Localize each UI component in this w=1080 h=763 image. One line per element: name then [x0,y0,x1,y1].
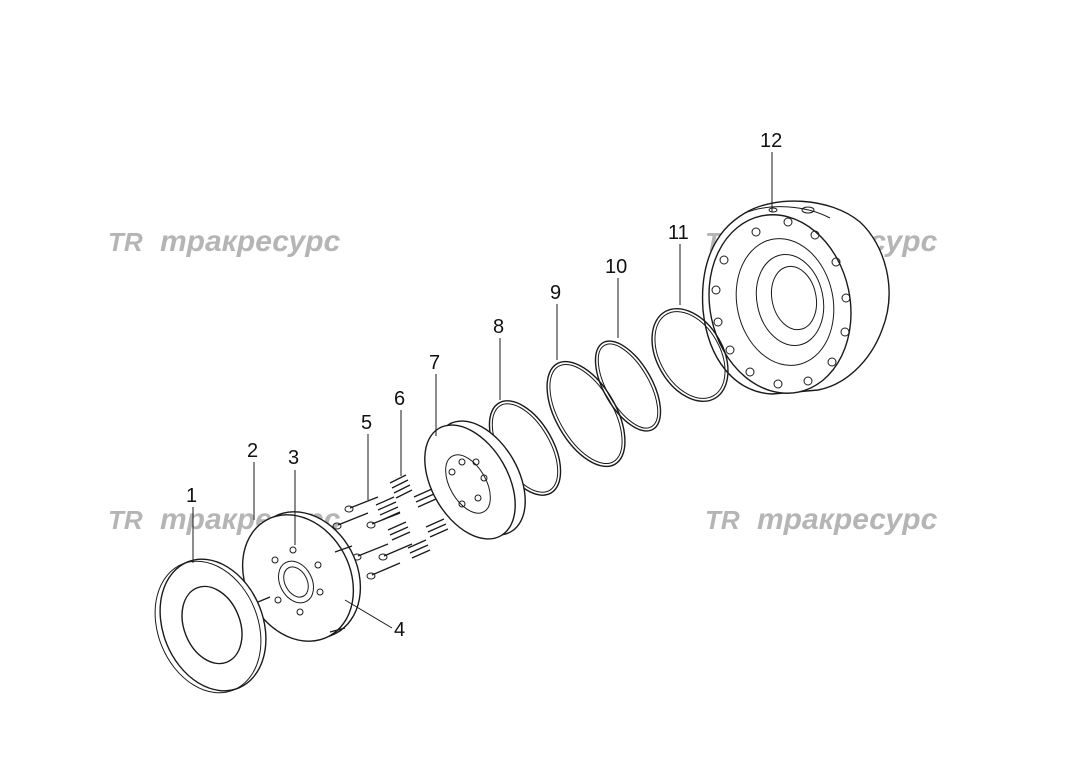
watermark: TR тракресурс [705,503,938,536]
callout-5: 5 [361,412,372,434]
part-10-o-ring [594,340,662,432]
callout-1: 1 [186,485,197,507]
callout-12: 12 [760,130,782,152]
callout-9: 9 [550,282,561,304]
callout-11: 11 [668,222,689,244]
watermark-logo: TR [108,505,143,535]
callout-6: 6 [394,388,405,410]
part-6-springs [375,474,449,559]
watermark-text: тракресурс [160,225,341,258]
watermark: TR тракресурс [108,225,341,258]
callouts: 1 2 3 4 5 6 7 8 9 10 11 12 [186,130,782,641]
callout-2: 2 [247,440,258,462]
callout-4: 4 [394,619,405,641]
watermark-text: тракресурс [757,503,938,536]
part-11-o-ring [651,307,729,403]
callout-8: 8 [493,316,504,338]
part-3-pressure-plate [241,511,362,642]
housing-bolt-holes [711,206,851,389]
part-5-bolts [332,496,413,580]
part-7-piston [424,420,526,540]
part-1-friction-disc [154,558,267,694]
callout-3: 3 [288,447,299,469]
callout-10: 10 [605,256,627,278]
callout-7: 7 [429,352,440,374]
watermark-logo: TR [108,227,143,257]
part-9-o-ring [546,360,626,468]
part-12-housing [701,200,890,395]
leader-lines [192,152,773,629]
watermark-logo: TR [705,505,740,535]
